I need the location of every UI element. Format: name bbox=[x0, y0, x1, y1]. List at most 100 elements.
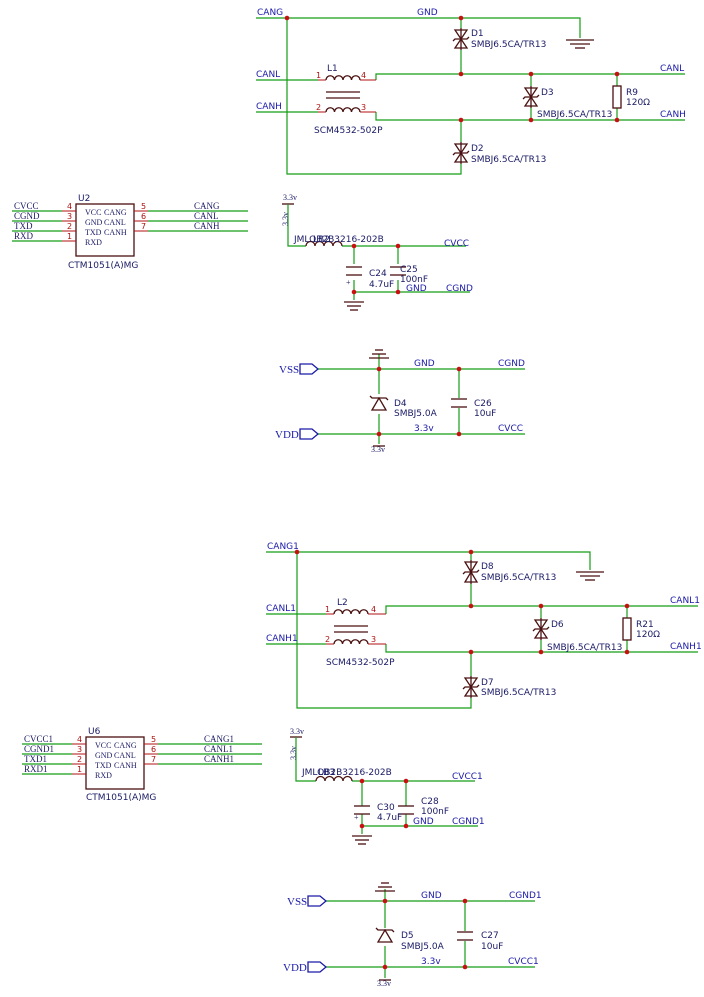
resistor-r9[interactable] bbox=[612, 85, 622, 109]
pin-label: 2 bbox=[325, 635, 330, 644]
capacitor-c27[interactable] bbox=[457, 931, 473, 941]
pin-label: 2 bbox=[77, 755, 82, 764]
u6-pin-name: CANH bbox=[114, 761, 137, 770]
port-label-vss: VSS bbox=[279, 364, 299, 376]
bottom-filter-section: + 3.3v 3.3v LB3 JMLOB2B3216-202B CVCC1 C… bbox=[289, 727, 485, 845]
plus-sign: + bbox=[354, 813, 359, 822]
ground-icon bbox=[369, 349, 389, 359]
d6-ref: D6 bbox=[551, 620, 564, 630]
net-label-gnd: GND bbox=[406, 284, 427, 294]
u6-pin-name: CANG bbox=[114, 741, 137, 750]
u6-net: CANG1 bbox=[204, 734, 234, 744]
tvs-diode-d3[interactable] bbox=[522, 86, 540, 108]
lb2-value: JMLOB2B3216-202B bbox=[293, 235, 384, 245]
pin-label: 6 bbox=[141, 212, 146, 221]
net-label-gnd: GND bbox=[414, 359, 435, 369]
c30-value: 4.7uF bbox=[377, 813, 402, 823]
common-mode-choke-l2[interactable]: 1 4 2 3 bbox=[325, 605, 386, 645]
d2-ref: D2 bbox=[471, 144, 484, 154]
net-label-gnd: GND bbox=[417, 8, 438, 18]
resistor-r21[interactable] bbox=[622, 617, 632, 641]
u2-net: CANG bbox=[194, 201, 220, 211]
u6-pin-name: GND bbox=[95, 751, 113, 760]
u6-pin-name: TXD bbox=[95, 761, 112, 770]
capacitor-c25[interactable] bbox=[390, 266, 406, 276]
port-vdd[interactable] bbox=[299, 428, 320, 440]
u6-net: CVCC1 bbox=[24, 734, 53, 744]
tvs-diode-d8[interactable] bbox=[462, 560, 480, 584]
u6-value: CTM1051(A)MG bbox=[86, 793, 156, 803]
ferrite-bead-lb3[interactable] bbox=[315, 775, 353, 782]
ground-icon bbox=[375, 882, 395, 892]
c25-ref: C25 bbox=[400, 265, 418, 275]
v33-label: 3.3v bbox=[290, 727, 304, 736]
ground-icon bbox=[352, 835, 372, 845]
top-power-section: VSS VDD GND CGND 3.3v CVCC D4 SMBJ5.0A C… bbox=[275, 349, 525, 454]
pin-label: 3 bbox=[77, 745, 82, 754]
ic-u6[interactable] bbox=[22, 736, 262, 790]
net-label-canl: CANL bbox=[256, 70, 280, 80]
d4-value: SMBJ5.0A bbox=[394, 409, 438, 419]
zener-diode-d4[interactable] bbox=[369, 395, 389, 411]
zener-diode-d5[interactable] bbox=[375, 927, 395, 943]
lb3-ref: LB3 bbox=[318, 768, 335, 778]
u6-net: TXD1 bbox=[24, 754, 47, 764]
u2-pin-name: GND bbox=[85, 218, 103, 227]
r21-value: 120Ω bbox=[636, 630, 660, 640]
d8-value: SMBJ6.5CA/TR13 bbox=[481, 573, 556, 583]
tvs-diode-d7[interactable] bbox=[462, 676, 480, 698]
d4-ref: D4 bbox=[394, 399, 407, 409]
top-filter-section: + 3.3v 3.3v LB2 JMLOB2B3216-202B CVCC C2… bbox=[281, 193, 473, 311]
pin-label: 4 bbox=[77, 735, 82, 744]
port-vss[interactable] bbox=[299, 363, 320, 375]
bottom-cmc-section: 1 4 2 3 L2 SCM4532-502P D8 SMBJ6.5CA/TR1… bbox=[266, 542, 702, 709]
capacitor-c28[interactable] bbox=[398, 805, 414, 815]
capacitor-c24[interactable] bbox=[346, 266, 362, 276]
u6-net: CGND1 bbox=[24, 744, 54, 754]
ic-u2[interactable] bbox=[12, 203, 248, 257]
u2-net: CANL bbox=[194, 211, 219, 221]
net-label-cvcc: CVCC bbox=[444, 239, 469, 249]
l1-ref: L1 bbox=[327, 64, 338, 74]
u6-net: CANH1 bbox=[204, 754, 234, 764]
pin-label: 1 bbox=[67, 232, 72, 241]
net-label-cvcc1: CVCC1 bbox=[508, 957, 539, 967]
plus-sign: + bbox=[346, 278, 351, 287]
u2-net: CVCC bbox=[14, 201, 39, 211]
r9-ref: R9 bbox=[626, 88, 638, 98]
capacitor-c26[interactable] bbox=[451, 398, 467, 408]
port-vss[interactable] bbox=[307, 895, 328, 907]
net-label-cgnd: CGND bbox=[498, 359, 525, 369]
capacitor-c30[interactable] bbox=[354, 805, 370, 815]
port-label-vdd: VDD bbox=[275, 429, 299, 441]
d8-ref: D8 bbox=[481, 562, 494, 572]
c30-ref: C30 bbox=[377, 803, 395, 813]
tvs-diode-d6[interactable] bbox=[532, 618, 550, 640]
l2-ref: L2 bbox=[337, 598, 348, 608]
net-label-cgnd: CGND bbox=[446, 284, 473, 294]
pin-label: 1 bbox=[77, 765, 82, 774]
tvs-diode-d2[interactable] bbox=[452, 142, 470, 164]
common-mode-choke-l1[interactable]: 1 4 2 3 bbox=[316, 71, 376, 113]
u2-pin-name: RXD bbox=[85, 238, 102, 247]
net-label-canh1: CANH1 bbox=[266, 634, 298, 644]
u2-pin-name: TXD bbox=[85, 228, 102, 237]
ground-icon bbox=[566, 39, 594, 49]
d3-ref: D3 bbox=[541, 88, 554, 98]
u6-net: RXD1 bbox=[24, 764, 48, 774]
pin-label: 2 bbox=[316, 103, 321, 112]
ferrite-bead-lb2[interactable] bbox=[305, 240, 343, 247]
d5-value: SMBJ5.0A bbox=[401, 942, 445, 952]
net-label-cvcc1: CVCC1 bbox=[452, 772, 483, 782]
pin-label: 1 bbox=[316, 71, 321, 80]
u2-pin-name: VCC bbox=[85, 208, 101, 217]
port-label-vss: VSS bbox=[287, 896, 307, 908]
net-label-cang: CANG bbox=[257, 8, 283, 18]
r21-ref: R21 bbox=[636, 620, 654, 630]
c24-ref: C24 bbox=[369, 269, 387, 279]
port-vdd[interactable] bbox=[307, 961, 328, 973]
tvs-diode-d1[interactable] bbox=[452, 28, 470, 50]
d6-value: SMBJ6.5CA/TR13 bbox=[547, 643, 622, 653]
v33-vertical-label: 3.3v bbox=[289, 746, 298, 760]
l1-value: SCM4532-502P bbox=[314, 126, 383, 136]
